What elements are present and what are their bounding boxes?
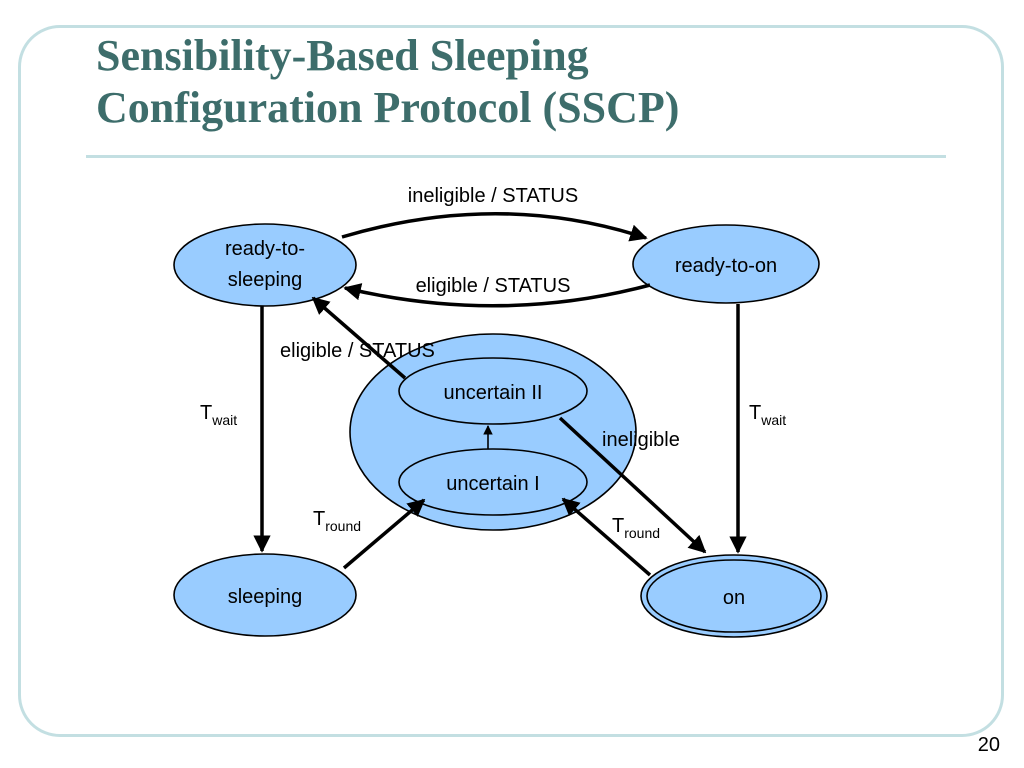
edge-on-to-uncertain-i — [561, 497, 652, 577]
ready-to-sleeping-label-1: ready-to- — [225, 238, 305, 260]
ready-to-sleeping-node — [173, 223, 357, 307]
t-round-left-main: T — [313, 508, 325, 530]
sleeping-label: sleeping — [228, 586, 303, 608]
slide-title-line-2: Configuration Protocol (SSCP) — [96, 83, 680, 132]
edge-uncertain-ii-to-on — [558, 416, 707, 554]
title-divider — [86, 155, 946, 158]
edge-uncertain-ii-to-ready-to-sleeping — [311, 296, 407, 380]
ineligible-label: ineligible — [602, 429, 680, 451]
t-round-left-sub: round — [325, 518, 361, 534]
t-wait-left-sub: wait — [211, 412, 237, 428]
t-round-left-label: Tround — [313, 508, 361, 534]
slide-frame — [18, 25, 1004, 737]
ineligible-status-label: ineligible / STATUS — [408, 185, 578, 207]
t-round-right-main: T — [612, 515, 624, 537]
on-label: on — [723, 587, 745, 609]
ready-to-sleeping-label-2: sleeping — [228, 269, 303, 291]
uncertain-ii-node — [398, 357, 588, 425]
sleeping-node — [173, 553, 357, 637]
page-number: 20 — [977, 734, 1000, 756]
t-wait-right-sub: wait — [760, 412, 786, 428]
on-node-inner — [646, 559, 822, 633]
uncertain-ii-label: uncertain II — [444, 382, 543, 404]
ready-to-on-label: ready-to-on — [675, 255, 777, 277]
t-wait-right-main: T — [749, 402, 761, 424]
uncertain-i-label: uncertain I — [446, 473, 539, 495]
edge-ready-to-on-to-ready-to-sleeping — [343, 283, 651, 308]
edge-sleeping-to-uncertain-i — [342, 498, 426, 570]
eligible-status-top-label: eligible / STATUS — [416, 275, 571, 297]
t-wait-left-main: T — [200, 402, 212, 424]
t-wait-right-label: Twait — [749, 402, 786, 428]
edge-ready-to-sleeping-to-ready-to-on — [341, 212, 648, 242]
t-round-right-label: Tround — [612, 515, 660, 541]
eligible-status-left-label: eligible / STATUS — [280, 340, 435, 362]
t-round-right-sub: round — [624, 525, 660, 541]
uncertain-i-node — [398, 448, 588, 516]
ready-to-on-node — [632, 224, 820, 304]
t-wait-left-label: Twait — [200, 402, 237, 428]
slide-title-line-1: Sensibility-Based Sleeping — [96, 31, 589, 80]
slide-title: Sensibility-Based Sleeping Configuration… — [96, 30, 936, 134]
